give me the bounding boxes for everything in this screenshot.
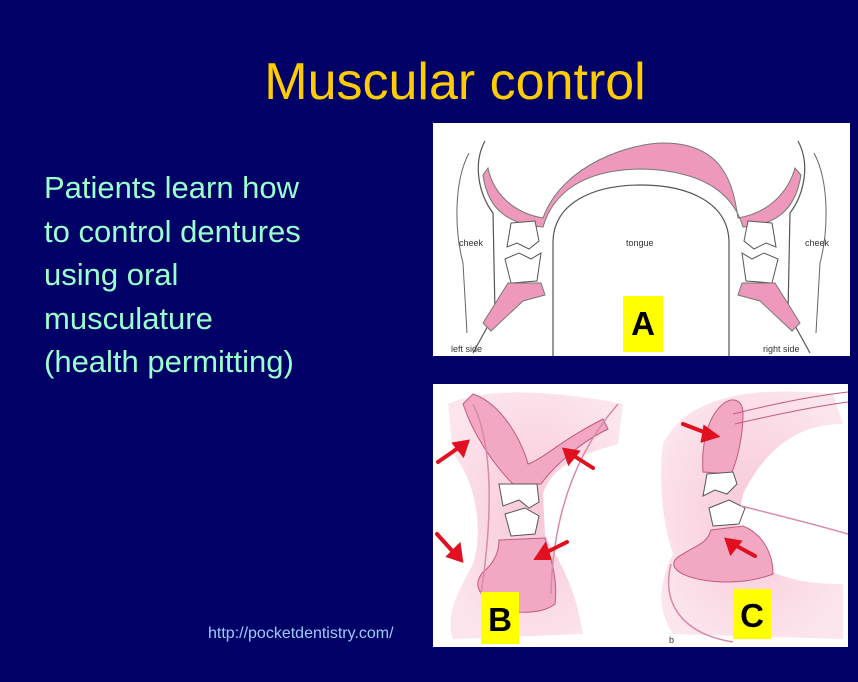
slide-title: Muscular control [0, 52, 858, 112]
slide-body-text: Patients learn how to control dentures u… [44, 166, 314, 384]
cheek-left-label: cheek [459, 238, 484, 248]
panel-label-c: C [733, 589, 771, 639]
figure-a-cross-section: cheek tongue cheek left side right side … [433, 123, 850, 356]
tongue-label: tongue [626, 238, 654, 248]
caption-b: b [669, 635, 674, 645]
panel-label-b: B [481, 592, 519, 644]
right-side-label: right side [763, 344, 800, 354]
figure-bc-sections: b B C [433, 384, 848, 647]
source-link[interactable]: http://pocketdentistry.com/ [208, 625, 394, 643]
left-side-label: left side [451, 344, 482, 354]
panel-label-a: A [623, 296, 663, 352]
cheek-right-label: cheek [805, 238, 830, 248]
